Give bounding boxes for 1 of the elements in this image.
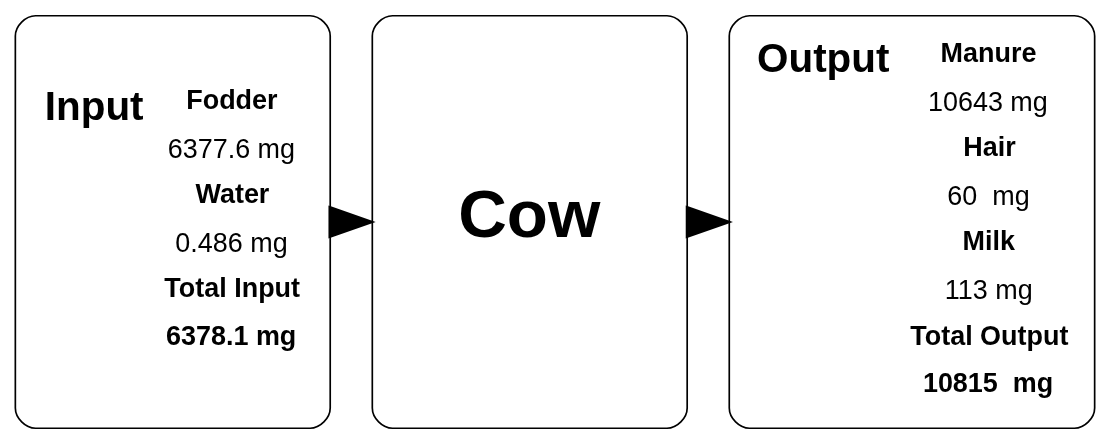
node-box: Output Manure 10643 mg Hair 60 mg Milk 113 mg Total Output 10815 mg: [728, 14, 1096, 430]
